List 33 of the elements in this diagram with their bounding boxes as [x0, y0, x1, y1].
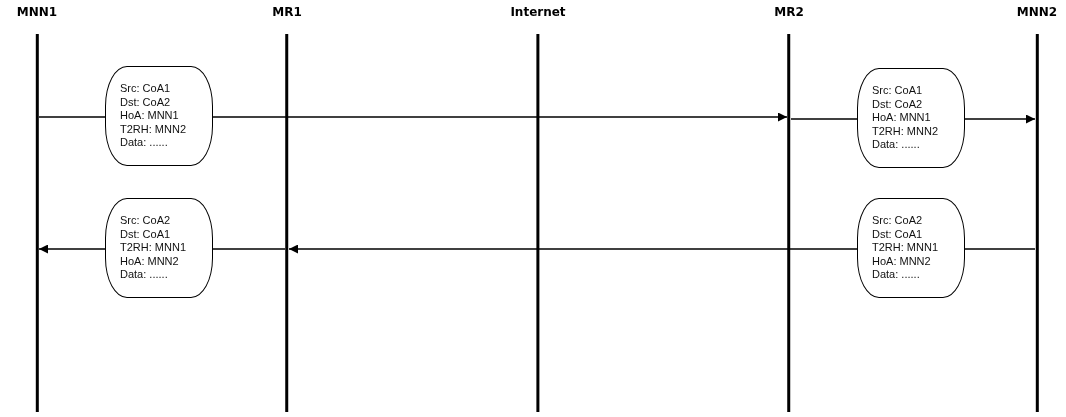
header-field: Data: ...... — [120, 136, 212, 150]
header-field: Data: ...... — [872, 138, 964, 152]
header-field: Dst: CoA2 — [120, 95, 212, 110]
header-field: HoA: MNN2 — [872, 254, 964, 269]
arrow — [212, 112, 788, 122]
header-field: Dst: CoA1 — [120, 227, 212, 242]
header-field: T2RH: MNN2 — [872, 124, 964, 139]
header-field: T2RH: MNN1 — [872, 241, 964, 255]
header-field: Data: ...... — [872, 268, 964, 282]
header-field: HoA: MNN2 — [120, 254, 212, 269]
arrow — [288, 244, 858, 254]
lifeline-label: MNN2 — [1016, 4, 1058, 20]
arrow — [38, 244, 106, 254]
packet-box — [857, 198, 965, 298]
lifeline-label: MR2 — [774, 4, 804, 20]
header-field: Dst: CoA1 — [872, 227, 964, 242]
lifeline-label: MNN1 — [16, 4, 58, 20]
header-field: Data: ...... — [120, 268, 212, 282]
header-field: HoA: MNN1 — [872, 111, 964, 125]
packet-box — [105, 198, 213, 298]
header-field: HoA: MNN1 — [120, 109, 212, 123]
header-field: Src: CoA2 — [120, 214, 212, 228]
lifeline-label: MR1 — [272, 4, 302, 20]
header-field: T2RH: MNN1 — [120, 241, 212, 255]
packet-box — [105, 66, 213, 166]
header-field: T2RH: MNN2 — [120, 122, 212, 137]
header-field: Src: CoA2 — [872, 214, 964, 228]
lifeline-label: Internet — [510, 4, 566, 20]
header-field: Dst: CoA2 — [872, 97, 964, 112]
header-field: Src: CoA1 — [872, 84, 964, 98]
header-field: Src: CoA1 — [120, 82, 212, 96]
packet-box — [857, 68, 965, 168]
arrow — [964, 114, 1036, 124]
